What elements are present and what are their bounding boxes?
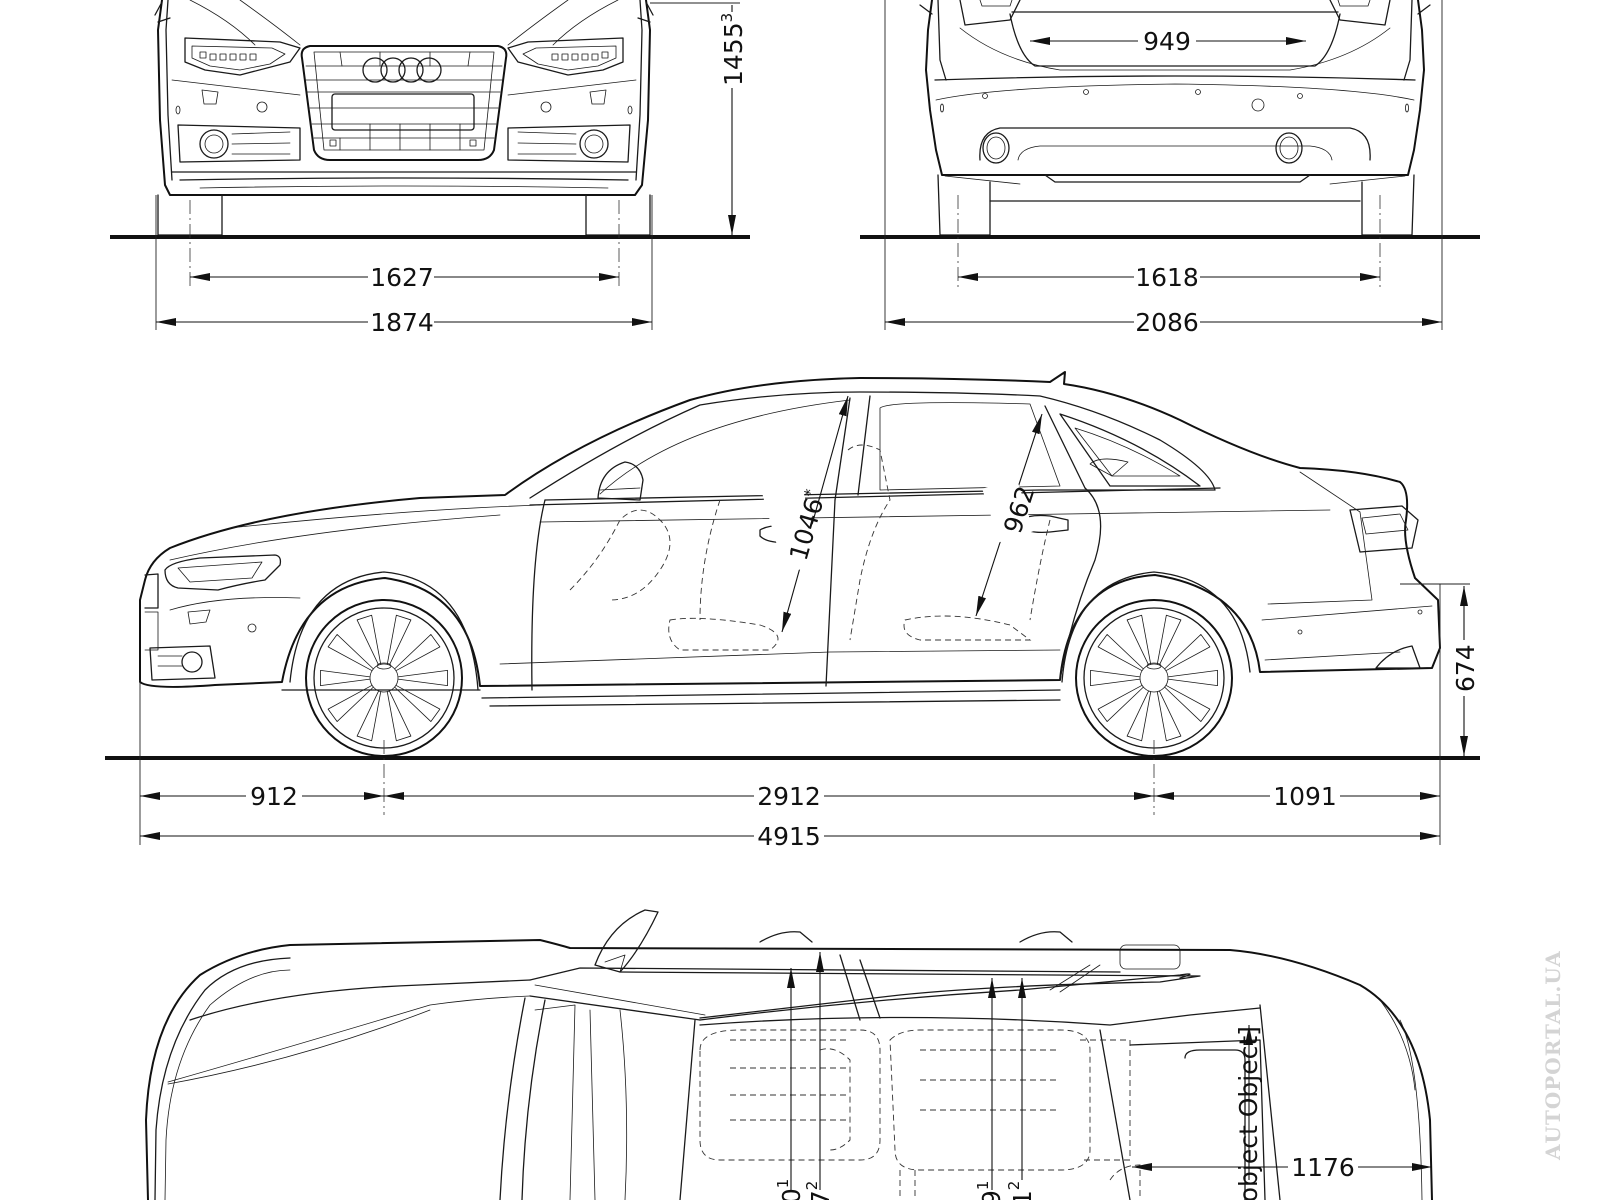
dim-trunk-length: 1176 — [1132, 1152, 1432, 1182]
wheel-spoke — [394, 634, 441, 672]
wheel-spoke — [386, 690, 412, 742]
wheel-spoke — [1167, 669, 1218, 687]
wheel-spoke — [386, 614, 412, 666]
audi-rings-logo — [362, 57, 442, 83]
trunk-opening-value: 949 — [1143, 27, 1191, 56]
exhaust-left — [982, 132, 1010, 164]
dim-rear-overhang: 1091 — [1154, 782, 1440, 811]
wheel-spoke — [1164, 684, 1211, 722]
front-car-body — [154, 0, 654, 236]
front-view: 14553 1627 1874 — [110, 0, 750, 337]
dim-front-height: 14553 — [718, 5, 748, 235]
side-rear-wheel — [1075, 599, 1233, 757]
overall-length-value: 4915 — [757, 822, 821, 851]
dim-front-overhang: 912 — [140, 782, 384, 811]
wheel-spoke — [327, 684, 374, 722]
top-view: 601 272 91 012 [object Object] 1176 — [145, 909, 1433, 1200]
watermark-text: AUTOPORTAL.UA — [1541, 950, 1565, 1161]
dim-top-front-a: 601 — [774, 1179, 806, 1200]
side-front-wheel — [305, 599, 463, 757]
front-overhang-value: 912 — [250, 782, 298, 811]
wheel-spoke — [1090, 669, 1141, 687]
side-foglight — [149, 645, 216, 681]
dim-top-trunk: [object Object] — [1234, 1026, 1263, 1200]
svg-text:012: 012 — [1005, 1181, 1037, 1200]
dim-wheelbase: 2912 — [384, 782, 1154, 811]
side-headlight — [164, 554, 282, 591]
wheel-spoke — [1126, 690, 1152, 742]
front-foglight-right — [507, 124, 631, 163]
top-front-b-footnote: 2 — [803, 1181, 821, 1191]
dim-top-rear-b: 012 — [1005, 1181, 1037, 1200]
dim-width-mirrors: 2086 — [885, 308, 1442, 337]
wheel-spoke — [320, 669, 371, 687]
wheel-spoke — [356, 614, 382, 666]
wheel-spoke — [1097, 634, 1144, 672]
svg-text:272: 272 — [803, 1181, 835, 1200]
wheel-spoke — [327, 634, 374, 672]
load-sill-value: 674 — [1451, 644, 1480, 692]
front-grille — [300, 45, 508, 161]
wheelbase-value: 2912 — [757, 782, 821, 811]
top-rear-a-footnote: 1 — [974, 1181, 992, 1191]
front-width-value: 1874 — [370, 308, 434, 337]
dim-trunk-opening: 949 — [1030, 27, 1306, 56]
trunk-length-value: 1176 — [1291, 1153, 1355, 1182]
wheel-spoke — [1156, 690, 1182, 742]
front-height-value: 1455 — [719, 22, 748, 86]
top-rear-b-footnote: 2 — [1005, 1181, 1023, 1191]
dim-load-sill-height: 674 — [1450, 586, 1480, 756]
wheel-spoke — [397, 669, 448, 687]
front-headlight-left — [184, 37, 301, 76]
width-mirrors-value: 2086 — [1135, 308, 1199, 337]
rear-track-value: 1618 — [1135, 263, 1199, 292]
wheel-spoke — [1164, 634, 1211, 672]
svg-text:601: 601 — [774, 1179, 806, 1200]
exhaust-right — [1275, 132, 1303, 164]
front-track-value: 1627 — [370, 263, 434, 292]
dim-front-track: 1627 — [190, 262, 619, 292]
wheel-spoke — [356, 690, 382, 742]
side-car-body — [139, 371, 1441, 707]
dim-rear-track: 1618 — [958, 262, 1380, 292]
front-height-footnote: 3 — [718, 13, 736, 23]
top-front-a-footnote: 1 — [774, 1179, 792, 1189]
top-front-b-value: 27 — [806, 1190, 835, 1200]
top-trunk-value: [object Object] — [1234, 1026, 1263, 1200]
top-front-a-value: 60 — [777, 1188, 806, 1200]
dim-top-front-b: 272 — [803, 1181, 835, 1200]
svg-text:91: 91 — [974, 1181, 1006, 1200]
dim-overall-length: 4915 — [140, 822, 1440, 851]
rear-view: 949 1618 2086 — [860, 0, 1480, 337]
dim-front-width: 1874 — [156, 308, 652, 337]
front-foglight-left — [177, 124, 301, 163]
dim-rear-headroom: 962 — [975, 413, 1043, 617]
top-rear-a-value: 9 — [977, 1190, 1006, 1200]
rear-car-body — [919, 0, 1431, 236]
rear-overhang-value: 1091 — [1273, 782, 1337, 811]
wheel-spoke — [1097, 684, 1144, 722]
wheel-spoke — [1156, 614, 1182, 666]
side-view: 1046* 962 674 912 2912 1091 — [105, 371, 1480, 851]
svg-text:14553: 14553 — [718, 13, 748, 86]
wheel-spoke — [1126, 614, 1152, 666]
front-headlight-right — [507, 37, 624, 76]
dim-top-rear-a: 91 — [974, 1181, 1006, 1200]
top-rear-b-value: 01 — [1008, 1190, 1037, 1200]
top-mirror — [594, 909, 659, 973]
wheel-spoke — [394, 684, 441, 722]
